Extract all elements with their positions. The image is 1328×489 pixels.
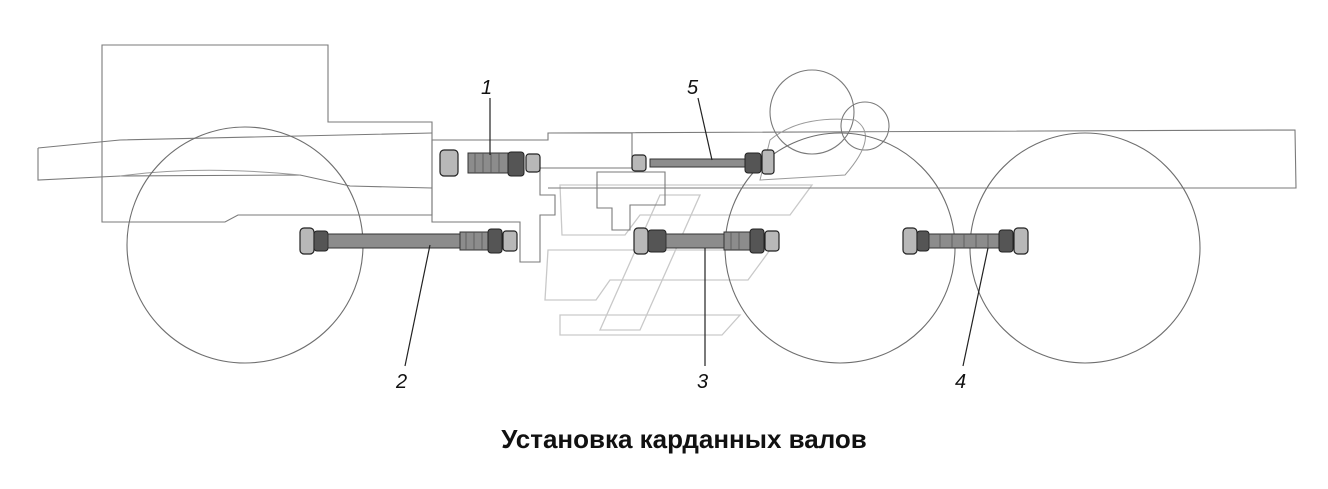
callout-4: 4 — [955, 371, 966, 393]
rear-axle-housing — [759, 69, 890, 181]
watermark-logo — [544, 184, 814, 336]
cardan-shaft-3 — [633, 227, 780, 255]
leader-line-2 — [404, 244, 431, 367]
transfer-case-outline — [431, 132, 633, 263]
frame — [37, 129, 1297, 189]
cardan-shaft-5 — [631, 149, 775, 175]
cab-outline — [101, 44, 433, 223]
cardan-shaft-1 — [439, 149, 541, 177]
callout-5: 5 — [687, 77, 699, 99]
bracket-outline — [596, 171, 666, 231]
diagram-title: Установка карданных валов — [501, 424, 867, 454]
leader-line-5 — [697, 97, 713, 161]
cardan-shaft-4 — [902, 227, 1029, 255]
callout-2: 2 — [395, 371, 407, 393]
cardan-shaft-2 — [299, 227, 518, 255]
callout-1: 1 — [481, 77, 492, 99]
callout-3: 3 — [697, 371, 708, 393]
leader-line-4 — [962, 247, 989, 367]
